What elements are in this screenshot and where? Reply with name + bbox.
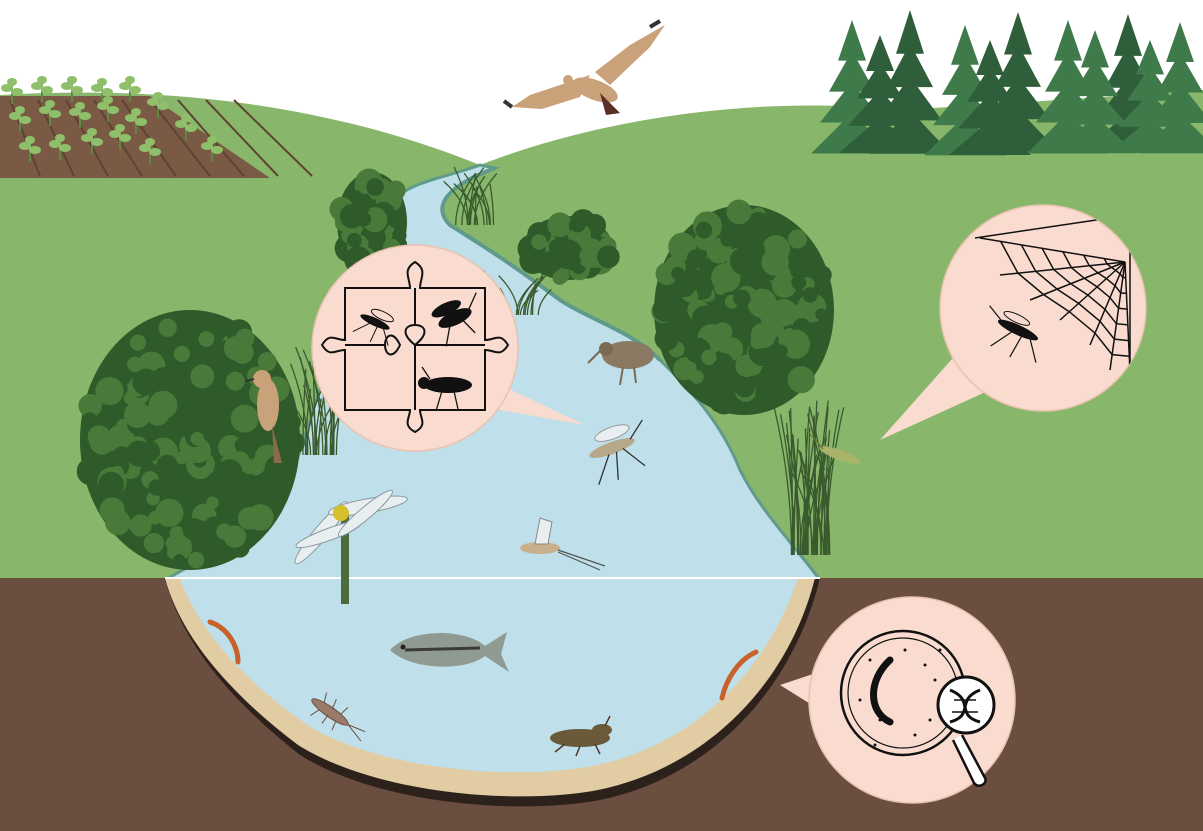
riparian-ecosystem-diagram [0,0,1203,831]
